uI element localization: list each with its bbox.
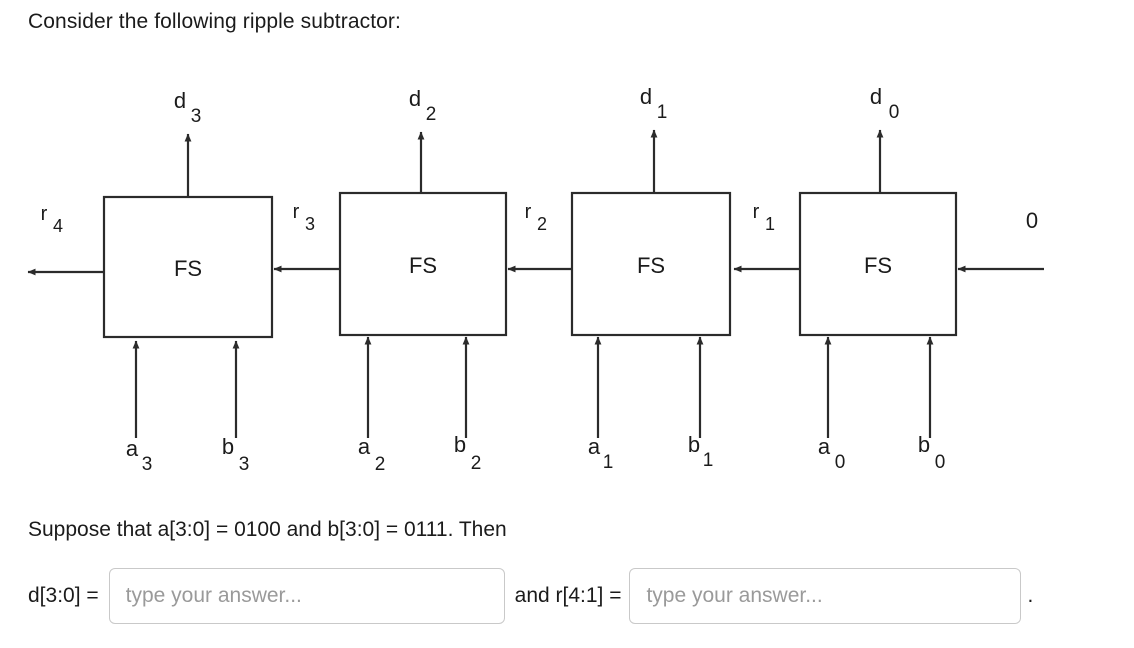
d1-label: d (640, 84, 652, 109)
d3-label: d (174, 88, 186, 113)
fs-box-2 (338, 191, 508, 337)
a2-label: a (358, 434, 371, 459)
trailing-period: . (1027, 584, 1034, 607)
ripple-subtractor-diagram: FS FS FS FS d 3 d 2 d 1 d 0 r 4 r 3 r 2 (0, 60, 1134, 490)
fs-label-2: FS (409, 253, 437, 278)
carry-in-label: 0 (1026, 208, 1038, 233)
b1-subscript: 1 (703, 450, 714, 471)
r3-label: r (293, 201, 300, 223)
answer-row: d[3:0] = and r[4:1] = . (28, 565, 1033, 627)
a0-subscript: 0 (835, 452, 846, 473)
a1-subscript: 1 (603, 452, 614, 473)
fs-label-1: FS (637, 253, 665, 278)
d1-subscript: 1 (657, 102, 668, 123)
b2-label: b (454, 432, 466, 457)
b2-subscript: 2 (471, 453, 482, 474)
r4-label: r (41, 203, 48, 225)
b3-subscript: 3 (239, 454, 250, 475)
a2-subscript: 2 (375, 454, 386, 475)
fs-box-0 (798, 191, 958, 337)
a1-label: a (588, 434, 601, 459)
d2-subscript: 2 (426, 104, 437, 125)
r3-subscript: 3 (305, 214, 315, 234)
r-answer-label: and r[4:1] = (514, 584, 622, 607)
b0-subscript: 0 (935, 452, 946, 473)
r-answer-input[interactable] (629, 568, 1022, 624)
r2-subscript: 2 (537, 214, 547, 234)
fs-label-0: FS (864, 253, 892, 278)
fs-label-3: FS (174, 256, 202, 281)
d-answer-input[interactable] (108, 568, 505, 624)
fs-box-1 (570, 191, 732, 337)
a3-subscript: 3 (142, 454, 153, 475)
r1-label: r (753, 201, 760, 223)
r4-subscript: 4 (53, 216, 63, 236)
intro-text: Consider the following ripple subtractor… (28, 10, 401, 33)
d0-label: d (870, 84, 882, 109)
r1-subscript: 1 (765, 214, 775, 234)
r2-label: r (525, 201, 532, 223)
a3-label: a (126, 436, 139, 461)
suppose-text: Suppose that a[3:0] = 0100 and b[3:0] = … (28, 518, 507, 541)
d0-subscript: 0 (889, 102, 900, 123)
d2-label: d (409, 86, 421, 111)
a0-label: a (818, 434, 831, 459)
b1-label: b (688, 432, 700, 457)
d3-subscript: 3 (191, 106, 202, 127)
d-answer-label: d[3:0] = (28, 584, 99, 607)
b0-label: b (918, 432, 930, 457)
b3-label: b (222, 434, 234, 459)
